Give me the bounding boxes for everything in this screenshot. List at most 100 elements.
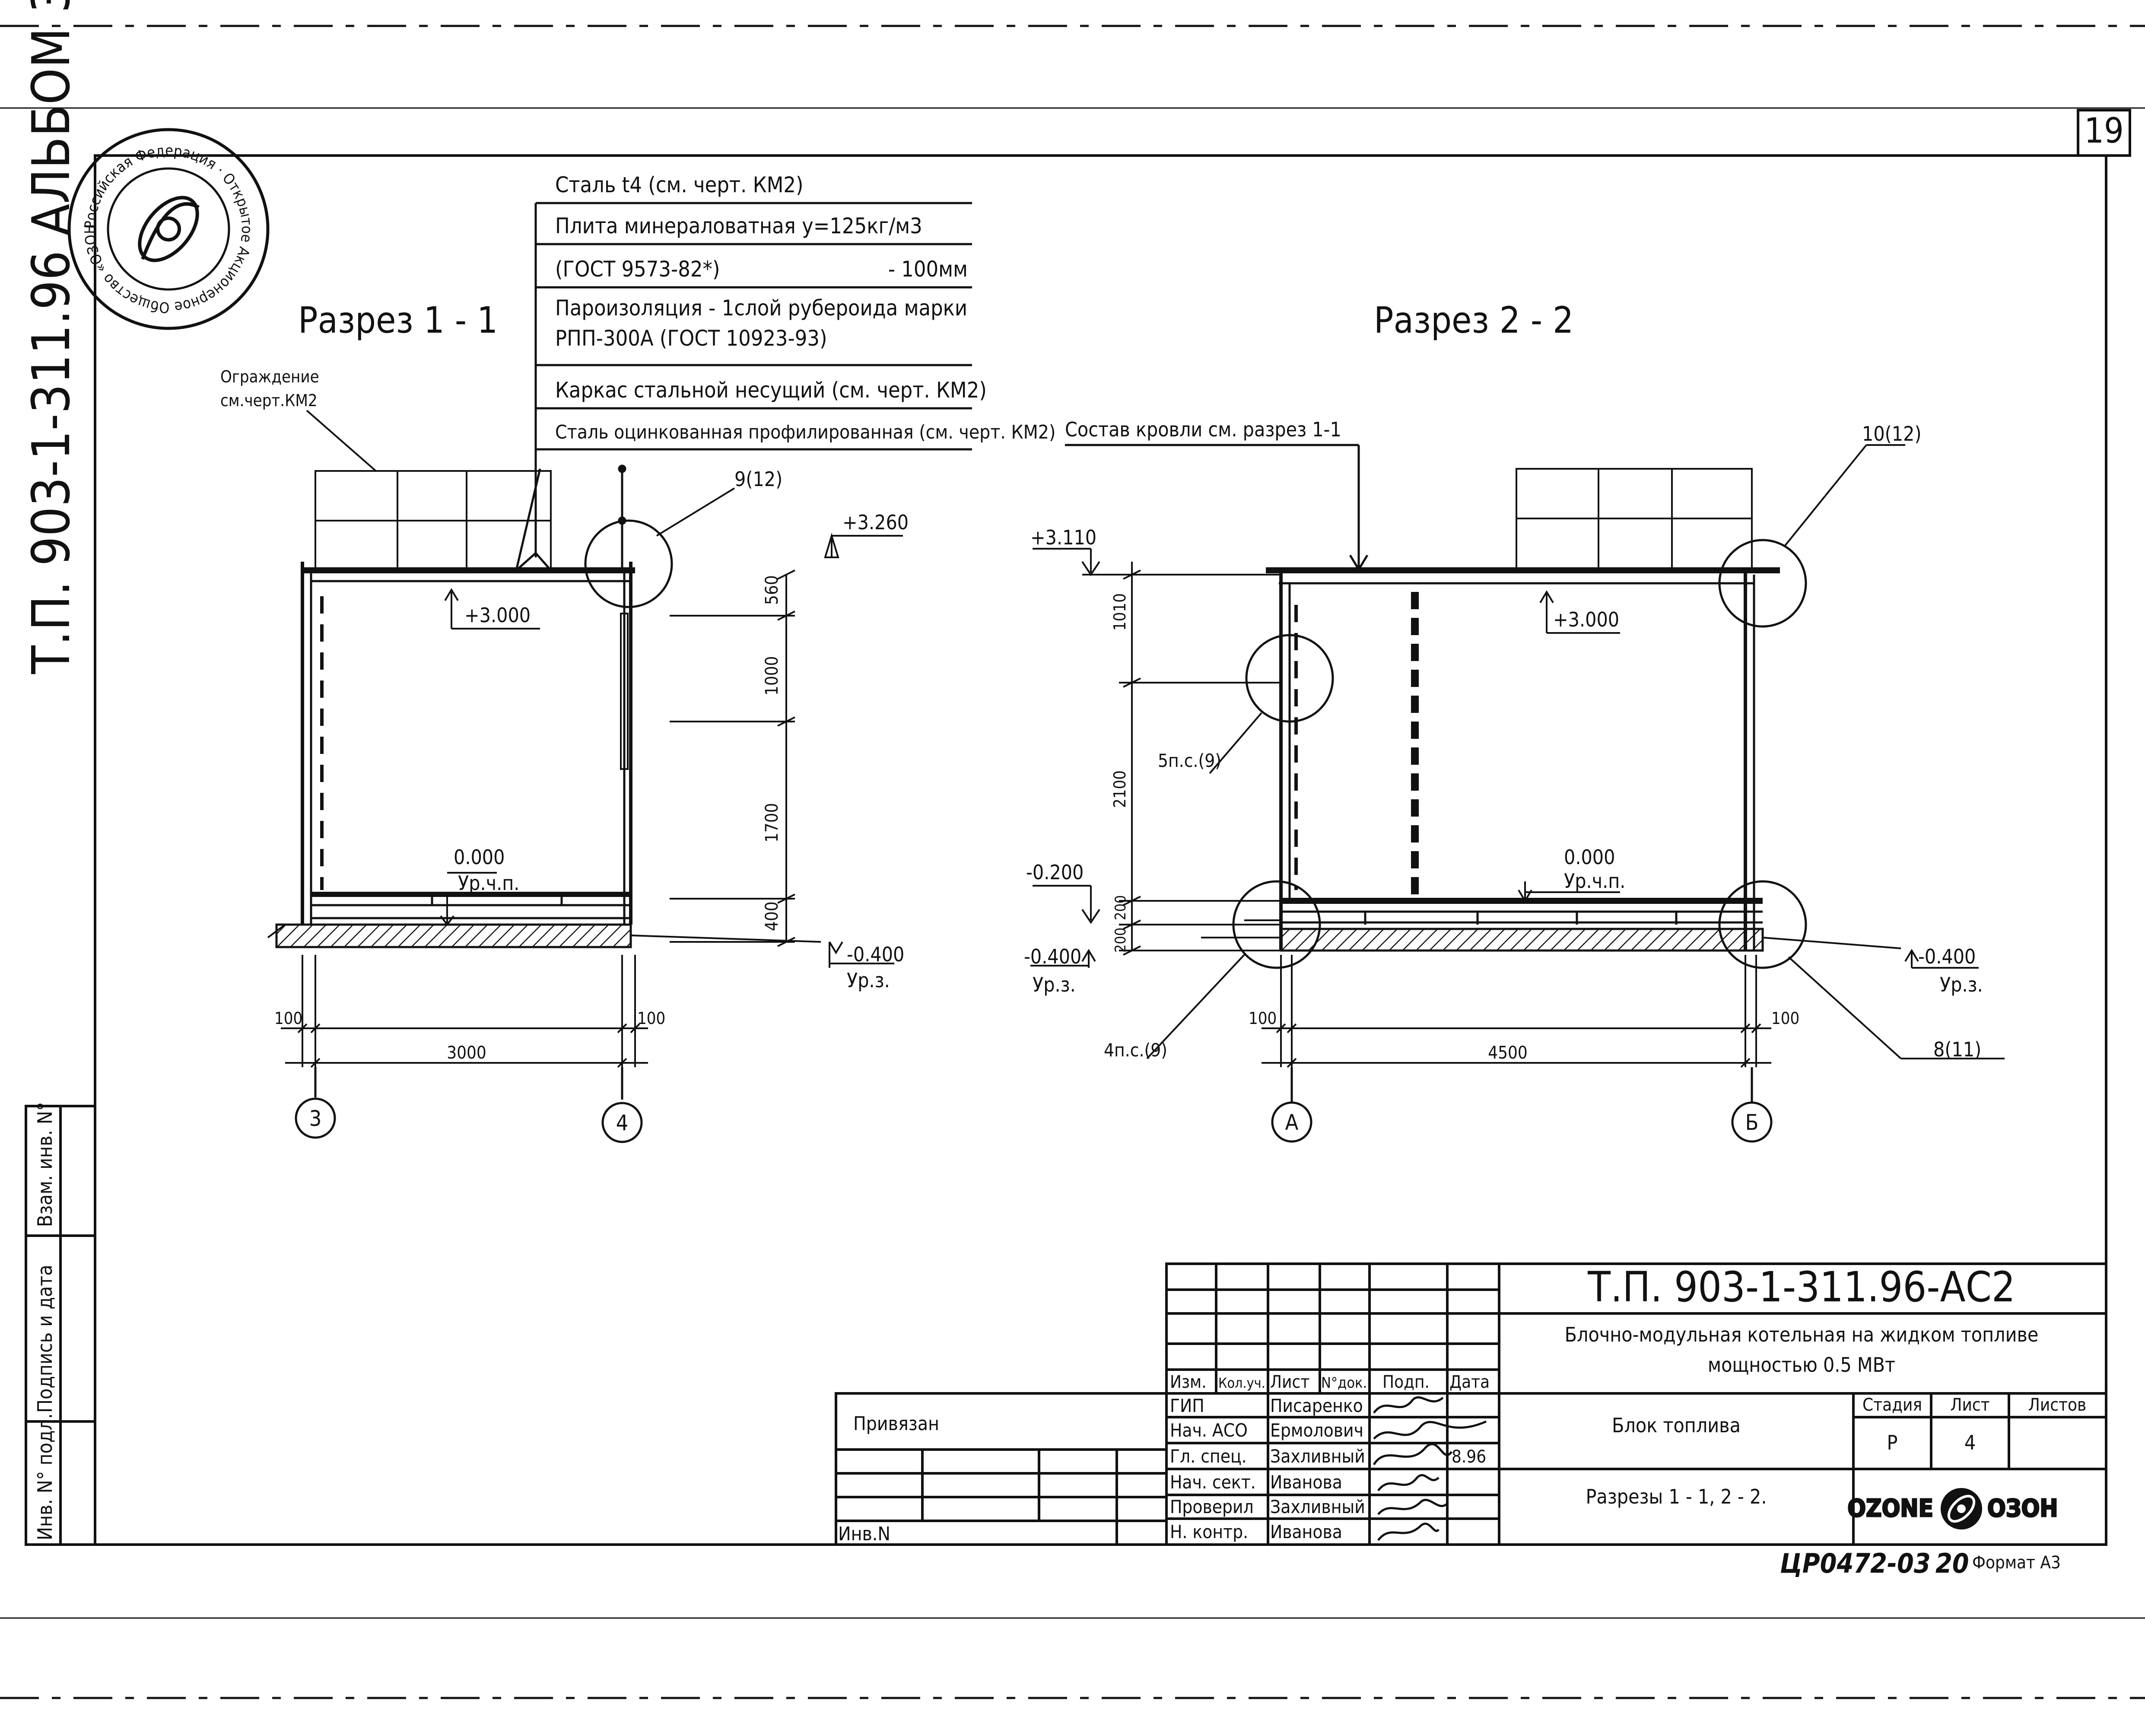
- section1-building: [267, 464, 821, 948]
- title-role-nach-aso: Нач. АСО: [1170, 1420, 1248, 1441]
- section1-axis-right: 4: [616, 1110, 629, 1135]
- title-project-line2: мощностью 0.5 МВт: [1708, 1353, 1895, 1377]
- section1-horizontal-dims: [281, 955, 648, 1068]
- title-name-gl-spec: Захливный: [1270, 1446, 1365, 1467]
- stamp-emblem-icon: [138, 196, 200, 262]
- title-role-gip: ГИП: [1170, 1395, 1204, 1416]
- side-title: Т.П. 903-1-311.96 АЛЬБОМ 3: [22, 0, 82, 674]
- section2-level-floor: 0.000: [1564, 846, 1615, 869]
- title-list-label: Лист: [1950, 1395, 1989, 1415]
- fence-label-2: см.черт.КМ2: [220, 391, 318, 410]
- title-stadia-value: Р: [1887, 1431, 1898, 1454]
- logo-right-text: ОЗОН: [1987, 1494, 2058, 1523]
- section2-node-top-right: 10(12): [1862, 422, 1922, 445]
- title-header-data: Дата: [1449, 1372, 1490, 1392]
- section2-dim-200-b: 200: [1112, 928, 1129, 953]
- section1-dim-side-left: 100: [274, 1009, 302, 1028]
- bottom-number: 20: [1935, 1548, 1969, 1579]
- title-role-gl-spec: Гл. спец.: [1170, 1446, 1247, 1467]
- roof-layer-3-thickness: - 100мм: [888, 257, 968, 282]
- bottom-stamp: ЦР0472-03: [1780, 1548, 1931, 1579]
- section2-ground-label-right: Ур.з.: [1940, 973, 1983, 996]
- roof-layer-2: Плита минераловатная y=125кг/м3: [555, 213, 922, 238]
- scan-edges: [0, 25, 2145, 1699]
- logo-emblem-icon: [1941, 1488, 1982, 1529]
- section1-dim-1000: 1000: [762, 656, 782, 696]
- title-project-line1: Блочно-модульная котельная на жидком топ…: [1565, 1323, 2039, 1346]
- roof-layer-7: Сталь оцинкованная профилированная (см. …: [555, 421, 1055, 443]
- title-header-podp: Подп.: [1382, 1372, 1430, 1392]
- title-date: 8.96: [1452, 1447, 1486, 1467]
- title-listov-label: Листов: [2028, 1395, 2086, 1415]
- section2-dim-side-right: 100: [1771, 1009, 1799, 1028]
- title-name-nach-aso: Ермолович: [1270, 1420, 1363, 1441]
- signatures: [1373, 1396, 1487, 1541]
- title-code: Т.П. 903-1-311.96-АС2: [1587, 1263, 2015, 1311]
- title-sheet-name: Разрезы 1 - 1, 2 - 2.: [1586, 1485, 1767, 1508]
- title-list-value: 4: [1964, 1431, 1976, 1454]
- section1-node-label: 9(12): [734, 467, 782, 491]
- section2-axis-right: Б: [1745, 1110, 1759, 1135]
- logo-left-text: OZONE: [1847, 1494, 1933, 1523]
- section1-level-ceiling: +3.000: [464, 604, 531, 627]
- section2-dim-200-a: 200: [1112, 895, 1129, 920]
- section1-level-floor: 0.000: [454, 846, 505, 869]
- roof-layer-6: Каркас стальной несущий (см. черт. КМ2): [555, 378, 987, 403]
- title-header-ndok: N°док.: [1321, 1374, 1367, 1392]
- section1-dim-1700: 1700: [762, 803, 782, 843]
- section1-axis-left: 3: [309, 1106, 322, 1131]
- section2-dim-span: 4500: [1488, 1043, 1528, 1063]
- title-role-n-kontr: Н. контр.: [1170, 1521, 1248, 1542]
- section1-vertical-dims: [670, 569, 795, 947]
- title-name-gip: Писаренко: [1270, 1395, 1363, 1416]
- section2-title: Разрез 2 - 2: [1374, 299, 1573, 341]
- section1-dim-400: 400: [762, 901, 782, 931]
- ozon-logo: OZONE ОЗОН: [1847, 1488, 2059, 1529]
- section2-dim-side-left: 100: [1249, 1009, 1277, 1028]
- section1-level-ground: -0.400: [847, 943, 904, 966]
- section1-level-top: +3.260: [842, 511, 909, 534]
- section1-title: Разрез 1 - 1: [298, 299, 498, 341]
- roof-layer-3: (ГОСТ 9573-82*): [555, 257, 720, 282]
- title-role-proveril: Проверил: [1170, 1496, 1254, 1517]
- section2-node-left-bottom: 4п.с.(9): [1104, 1040, 1167, 1061]
- title-role-nach-sekt: Нач. сект.: [1170, 1472, 1256, 1493]
- title-inv-n: Инв.N: [838, 1523, 890, 1545]
- section2-vertical-dims: [1119, 562, 1281, 956]
- section-2-2: Разрез 2 - 2 Состав кровли см. разрез 1-…: [1024, 299, 2005, 1143]
- title-block-name: Блок топлива: [1612, 1414, 1741, 1437]
- fence-label-1: Ограждение: [220, 367, 319, 386]
- title-header-kolich: Кол.уч.: [1218, 1375, 1265, 1391]
- roof-layer-4: Пароизоляция - 1слой рубероида марки: [555, 296, 967, 321]
- section2-ground-label-left: Ур.з.: [1033, 973, 1076, 996]
- section1-ground-label: Ур.з.: [847, 969, 890, 992]
- section2-dim-2100: 2100: [1110, 770, 1129, 808]
- title-name-nach-sekt: Иванова: [1270, 1472, 1342, 1493]
- section2-level-top: +3.110: [1030, 526, 1096, 549]
- section2-node-left-mid: 5п.с.(9): [1158, 750, 1221, 771]
- section2-axis-left: А: [1285, 1110, 1299, 1135]
- format-label: Формат А3: [1972, 1553, 2061, 1573]
- sheet-number: 19: [2084, 111, 2124, 151]
- side-panel: [25, 1105, 96, 1546]
- section2-node-right-bottom: 8(11): [1933, 1038, 1981, 1061]
- title-name-proveril: Захливный: [1270, 1496, 1365, 1517]
- title-header-izm: Изм.: [1170, 1372, 1207, 1392]
- title-stadia-label: Стадия: [1862, 1395, 1922, 1415]
- title-block: [835, 1262, 2107, 1546]
- section1-floor-label: Ур.ч.п.: [458, 871, 519, 895]
- roof-layer-table: [534, 202, 972, 557]
- side-podpis-label: Подпись и дата: [33, 1265, 57, 1413]
- roof-fence-grid: [315, 470, 552, 571]
- section2-level-ground-right: -0.400: [1918, 945, 1976, 968]
- section2-floor-label: Ур.ч.п.: [1564, 869, 1625, 893]
- section2-roof-note: Состав кровли см. разрез 1-1: [1065, 418, 1341, 441]
- title-name-n-kontr: Иванова: [1270, 1521, 1342, 1542]
- section1-dim-span: 3000: [447, 1043, 486, 1063]
- section2-roof-fence-grid: [1516, 468, 1753, 569]
- side-inv-label: Инв. N° подл.: [33, 1413, 57, 1540]
- section1-dim-side-right: 100: [637, 1009, 665, 1028]
- title-privyazan: Привязан: [853, 1413, 939, 1435]
- side-vzam-label: Взам. инв. N°: [33, 1102, 57, 1227]
